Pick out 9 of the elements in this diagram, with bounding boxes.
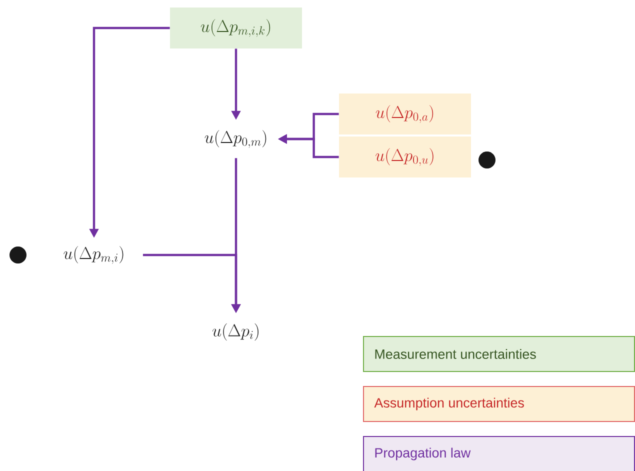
formula-box: $u(\Delta p_{m,i,k})$ (170, 8, 302, 48)
formula-label: $u(\Delta p_{0,m})$ (204, 130, 266, 148)
formula-box: $u(\Delta p_{0,a})$ (339, 94, 471, 134)
formula-label: $u(\Delta p_{i})$ (212, 323, 258, 341)
formula-label: $u(\Delta p_{m,i})$ (64, 246, 124, 264)
formula-box: $u(\Delta p_{0,u})$ (339, 136, 471, 178)
legend-label: Measurement uncertainties (375, 349, 536, 359)
legend-label: Assumption uncertainties (374, 398, 524, 410)
legend-label: Propagation law (375, 448, 471, 460)
